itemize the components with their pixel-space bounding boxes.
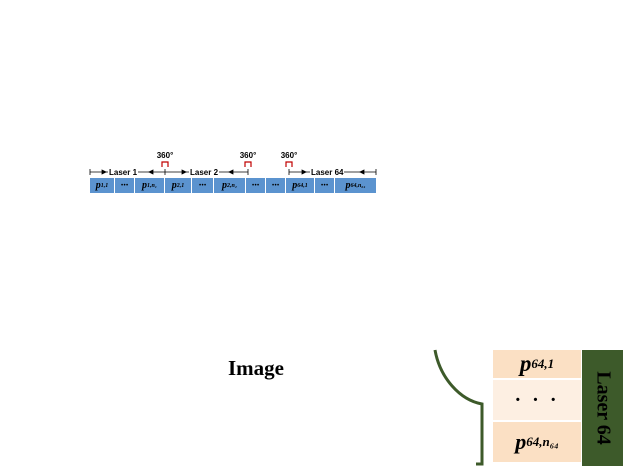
degree-label-3: 360° (280, 151, 298, 160)
degree-label-2: 360° (239, 151, 257, 160)
curly-brace-icon (433, 349, 484, 466)
strip-cell: ··· (266, 178, 286, 193)
strip-cell: ··· (115, 178, 135, 193)
laser-label-64: Laser 64 (310, 168, 345, 177)
ellipsis-cell: · · · (493, 380, 581, 422)
image-label: Image (228, 356, 284, 380)
wrap-bracket-icon (244, 161, 252, 167)
degree-label-1: 360° (156, 151, 174, 160)
laser-strip-diagram: 360° 360° 360° Laser 1 Laser 2 Laser 64 … (88, 148, 378, 198)
strip-cell: ··· (246, 178, 266, 193)
laser-64-bar: Laser 64 (582, 350, 623, 466)
wrap-bracket-icon (285, 161, 293, 167)
strip-cell: ··· (315, 178, 335, 193)
strip-cell: ··· (192, 178, 214, 193)
laser-label-2: Laser 2 (189, 168, 220, 177)
laser-64-bar-label: Laser 64 (592, 371, 614, 445)
wrap-bracket-icon (161, 161, 169, 167)
laser-label-1: Laser 1 (108, 168, 139, 177)
